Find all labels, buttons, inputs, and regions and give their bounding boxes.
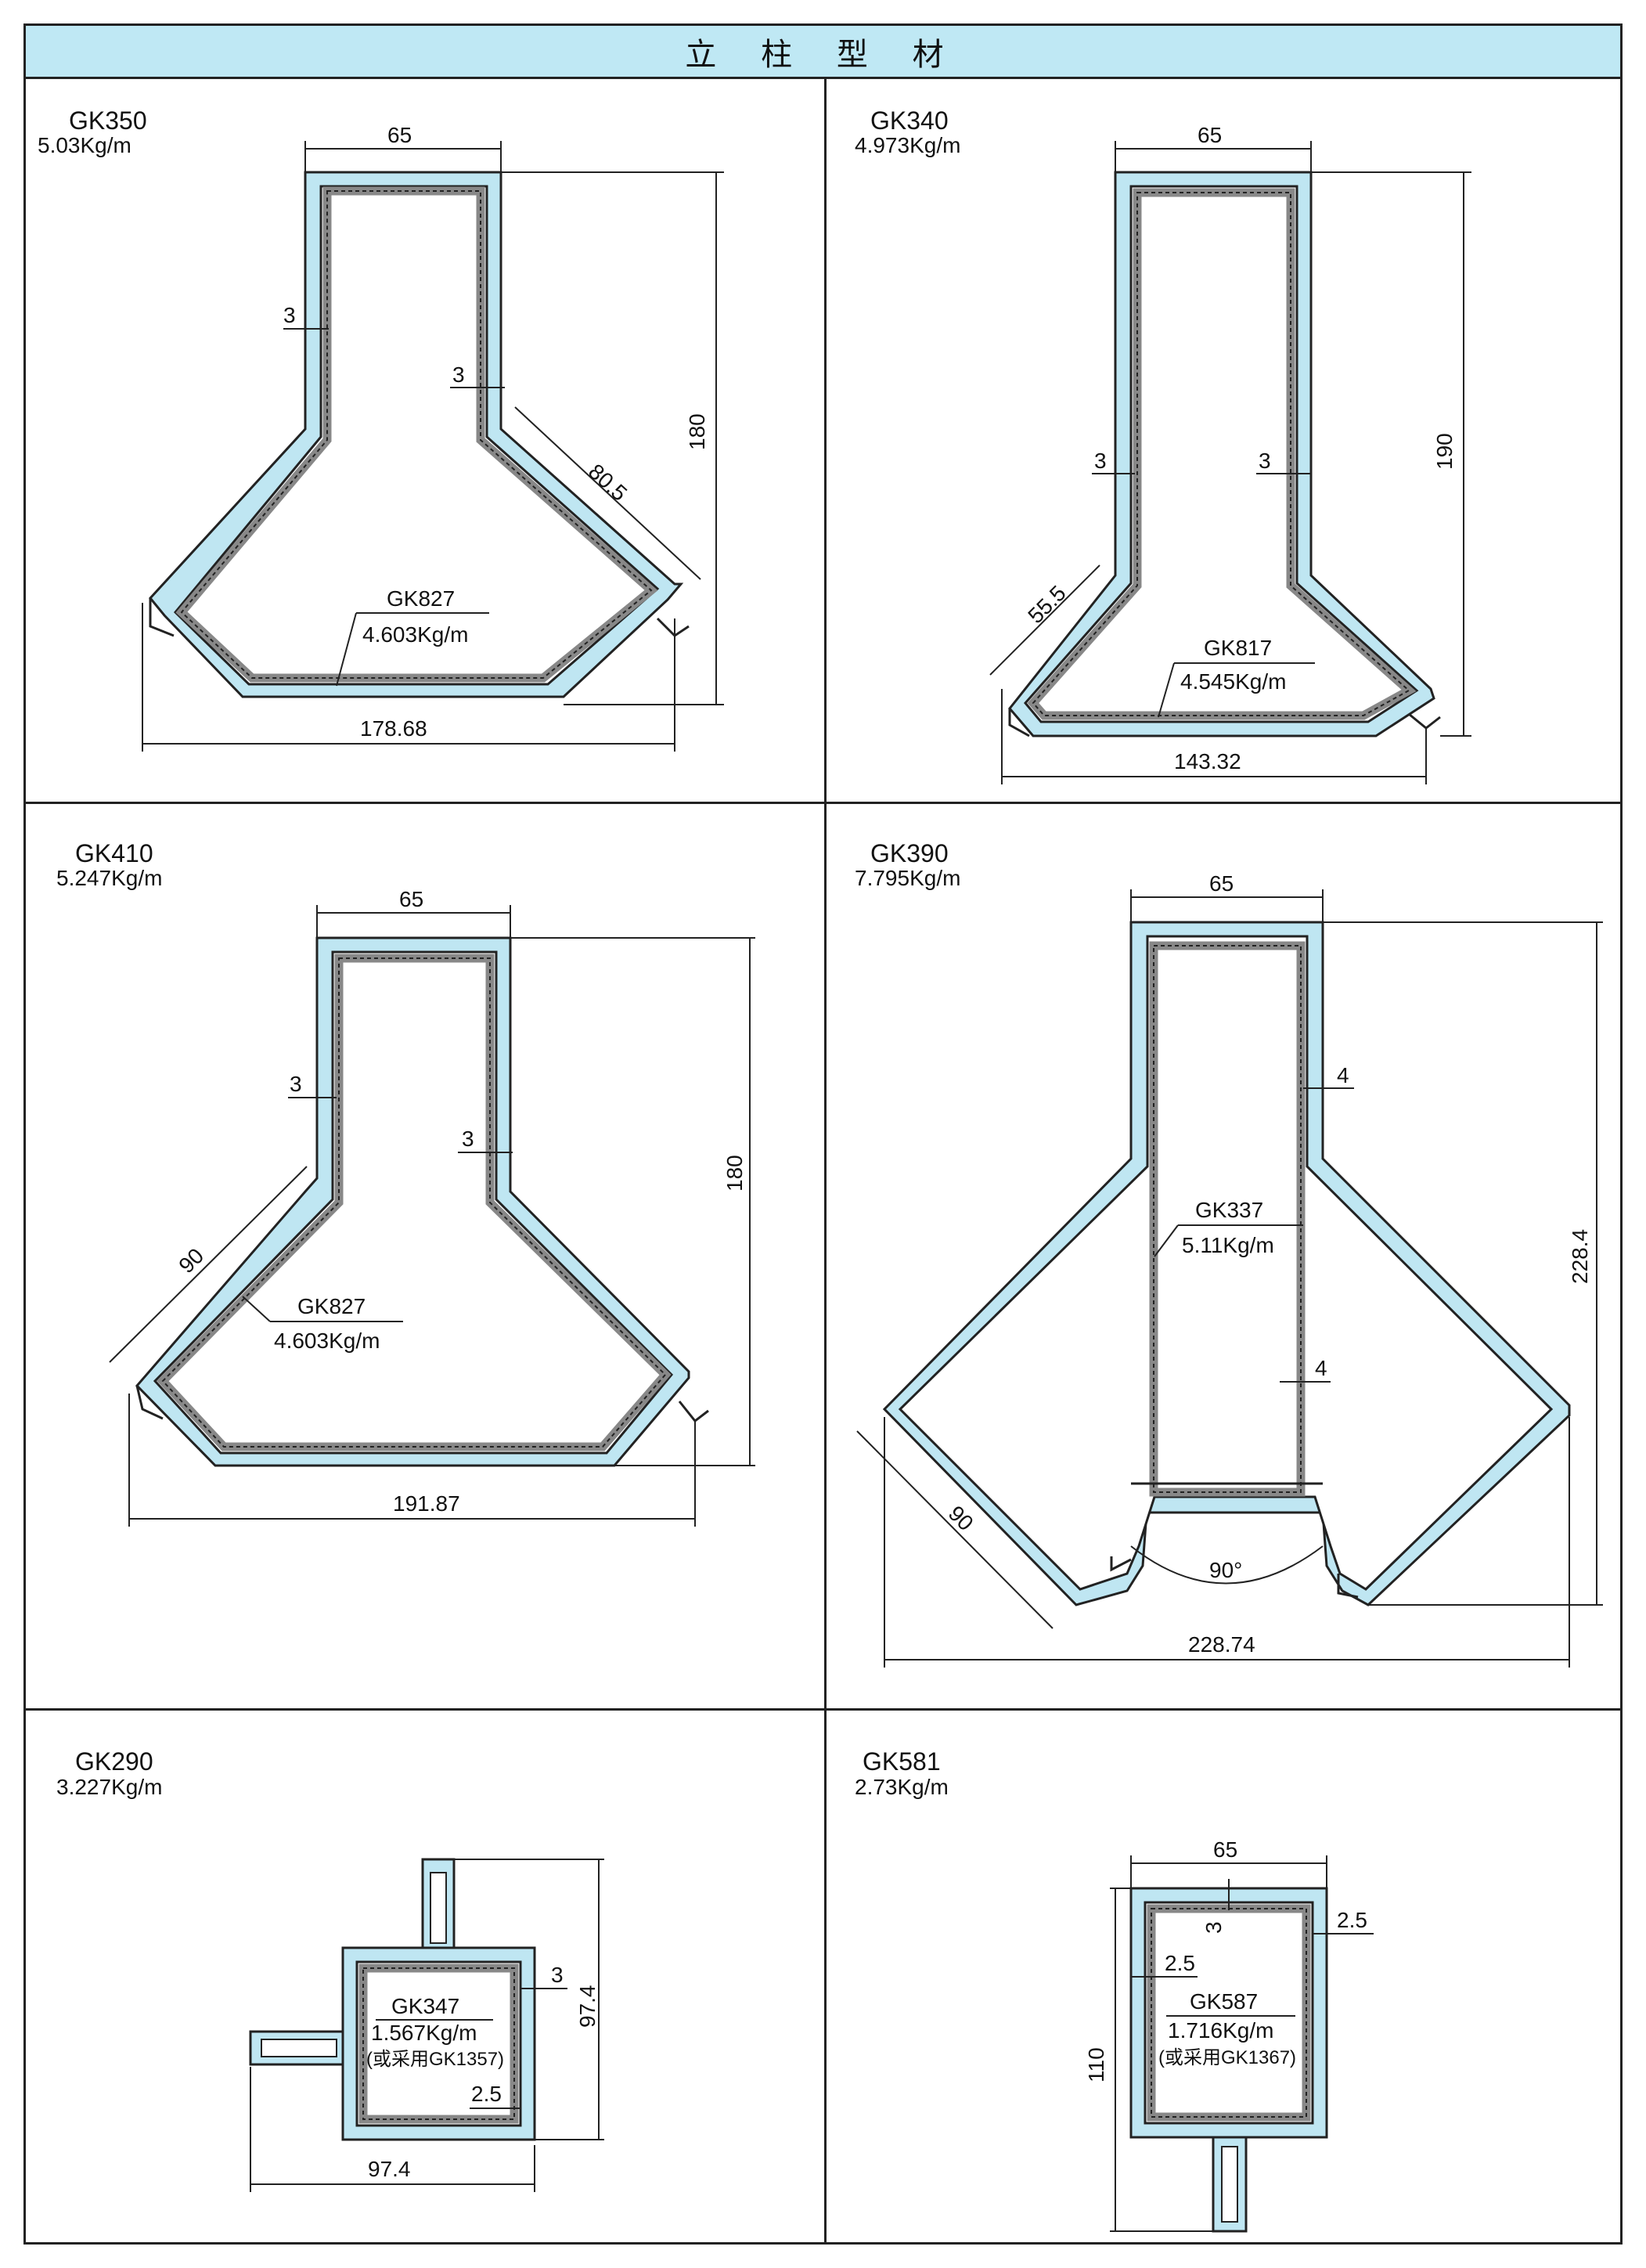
model-weight: 5.247Kg/m [56,866,163,890]
model-code: GK350 [69,106,147,135]
model-weight: 7.795Kg/m [855,866,961,890]
dim-wall-right: 3 [452,362,465,387]
dim-bottom-width: 143.32 [1174,749,1241,773]
profile-inner [355,1960,522,2127]
dim-top-width: 65 [1213,1837,1237,1862]
dim-height: 110 [1084,2047,1108,2082]
dim-bottom-width: 228.74 [1188,1632,1255,1657]
dim-height: 228.4 [1568,1229,1592,1284]
model-weight: 2.73Kg/m [855,1775,949,1799]
model-code: GK390 [870,839,949,867]
dim-wall-top: 4 [1337,1063,1349,1087]
insert-weight: 1.716Kg/m [1168,2018,1273,2043]
dim-wall-right: 3 [462,1127,474,1151]
dim-bottom-width: 178.68 [360,716,427,741]
grid-divider-vertical [824,79,827,2245]
insert-weight: 4.545Kg/m [1180,669,1286,694]
dim-top-width: 65 [399,887,423,911]
clip-left [135,1385,164,1420]
dim-height: 180 [685,413,709,450]
dim-wall-bottom: 4 [1315,1356,1327,1380]
dim-wall-top: 3 [1201,1921,1226,1934]
insert-code: GK827 [387,586,455,611]
clip-left [149,598,175,637]
profile-inner [898,935,1554,1591]
drawing-sheet: 立 柱 型 材 [23,23,1623,2245]
insert-code: GK347 [391,1994,459,2018]
model-code: GK290 [75,1747,153,1776]
dim-wall-right: 2.5 [1337,1908,1367,1932]
model-code: GK340 [870,106,949,135]
insert-code: GK827 [297,1294,366,1318]
dim-height: 97.4 [575,1985,600,2028]
insert-code: GK817 [1204,636,1272,660]
dim-wall-left: 3 [1094,449,1107,473]
angle-arc [1130,1545,1324,1585]
profile-inner [1024,185,1419,723]
dim-wall-left: 3 [290,1072,302,1096]
dim-wall-right: 3 [1259,449,1271,473]
sheet-title: 立 柱 型 材 [685,36,961,73]
model-weight: 3.227Kg/m [56,1775,163,1799]
dim-bottom-width: 191.87 [393,1491,460,1516]
model-weight: 5.03Kg/m [38,133,131,157]
dim-top-width: 65 [387,123,412,147]
clip-left [1110,1556,1132,1572]
model-code: GK581 [863,1747,941,1776]
dim-top-width: 65 [1209,871,1234,896]
insert-code: GK587 [1190,1989,1258,2014]
insert-code: GK337 [1195,1198,1263,1222]
dim-height: 180 [722,1155,747,1192]
dim-height: 190 [1432,433,1457,470]
insert-note: (或采用GK1357) [366,2049,504,2070]
model-code: GK410 [75,839,153,867]
insert-weight: 4.603Kg/m [362,622,468,647]
insert-weight: 1.567Kg/m [371,2021,477,2045]
clip-left [1008,709,1030,737]
insert-weight: 5.11Kg/m [1182,1233,1274,1257]
grid-divider-row1 [26,802,1620,804]
dim-wall-left: 3 [283,303,296,327]
model-weight: 4.973Kg/m [855,133,961,157]
dim-wall-left: 2.5 [1165,1951,1195,1975]
dim-top-width: 65 [1198,123,1222,147]
clip-right [1337,1574,1359,1599]
grid-divider-row2 [26,1708,1620,1711]
dim-angle: 90° [1209,1558,1242,1582]
title-bar: 立 柱 型 材 [26,26,1620,79]
dim-width: 97.4 [368,2157,411,2181]
profile-inner [1144,1901,1314,2125]
insert-note: (或采用GK1367) [1158,2047,1296,2068]
dim-wall-bottom: 2.5 [471,2082,502,2106]
insert-weight: 4.603Kg/m [274,1329,380,1353]
profile-inner [153,950,674,1455]
profile-inner [173,185,660,686]
dim-wall-top: 3 [551,1963,564,1987]
